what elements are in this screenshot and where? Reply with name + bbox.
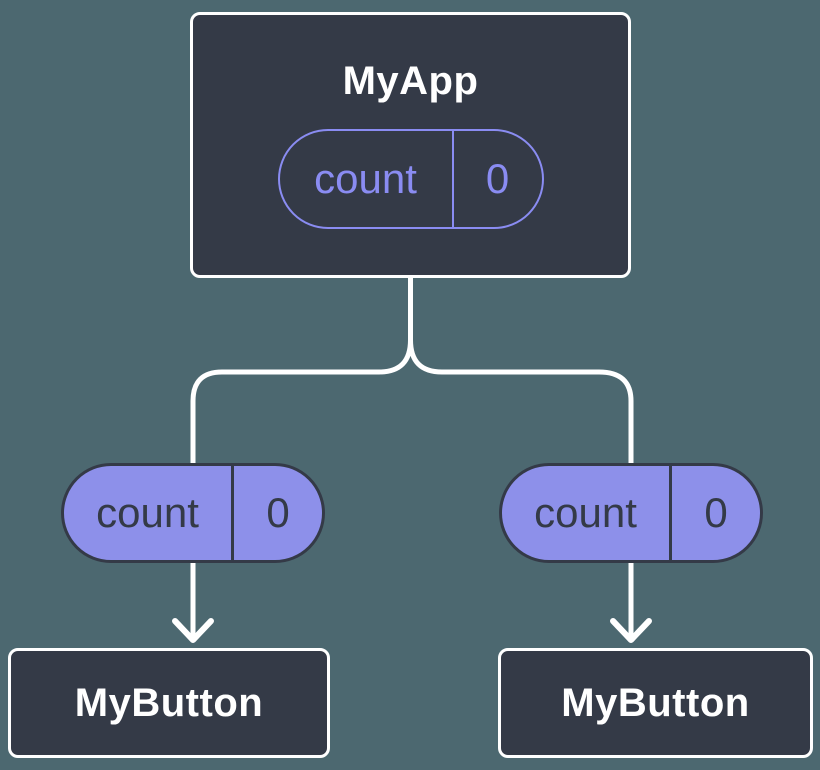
node-mybutton-right-title: MyButton <box>561 681 750 725</box>
state-pill-value: 0 <box>485 155 510 202</box>
node-mybutton-left-title: MyButton <box>74 681 264 725</box>
prop-pill-count-left: count 0 <box>61 463 325 563</box>
prop-pill-value: 0 <box>704 489 728 536</box>
prop-pill-count-right: count 0 <box>499 463 763 563</box>
state-pill-count: count 0 <box>277 129 544 229</box>
prop-pill-label: count <box>64 466 234 560</box>
prop-pill-value: 0 <box>266 489 290 536</box>
connector-right-branch <box>408 273 634 641</box>
connector-left-branch <box>190 273 413 641</box>
prop-pill-label: count <box>502 466 672 560</box>
node-myapp: MyApp count 0 <box>190 12 631 278</box>
node-mybutton-right: MyButton <box>498 648 813 758</box>
node-mybutton-left: MyButton <box>8 648 330 758</box>
state-pill-label: count <box>280 131 454 227</box>
arrow-down-right-icon <box>610 618 652 643</box>
arrow-down-left-icon <box>172 618 214 643</box>
node-myapp-title: MyApp <box>342 59 479 103</box>
